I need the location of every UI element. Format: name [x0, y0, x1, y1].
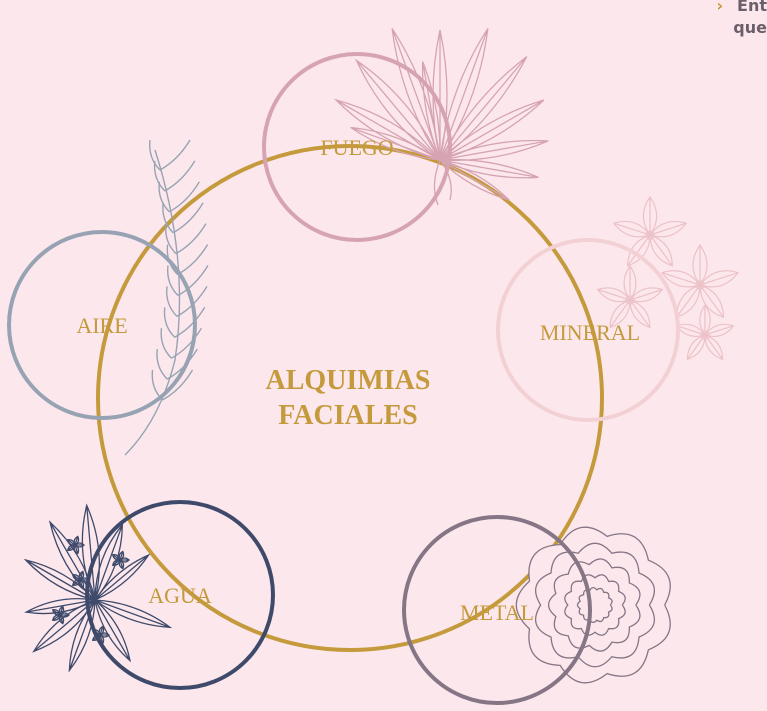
corner-text-line1: ›Ent [716, 0, 767, 18]
center-title-line2: FACIALES [278, 400, 418, 431]
node-aire-circle [7, 230, 197, 420]
node-fuego: FUEGO [262, 52, 452, 242]
center-title-line1: ALQUIMIAS [266, 365, 431, 396]
feather-leaf-icon [124, 139, 209, 456]
node-fuego-circle [262, 52, 452, 242]
node-agua: AGUA [85, 500, 275, 690]
bullet-icon: › [716, 0, 724, 15]
node-agua-circle [85, 500, 275, 690]
node-metal: METAL [402, 515, 592, 705]
node-agua-label: AGUA [148, 583, 212, 608]
node-mineral-circle [496, 238, 680, 422]
node-metal-circle [402, 515, 592, 705]
node-mineral: MINERAL [496, 238, 680, 422]
node-metal-label: METAL [460, 600, 534, 625]
pentagon-ring [96, 144, 604, 652]
peony-icon [515, 526, 671, 684]
node-fuego-label: FUEGO [320, 135, 393, 160]
corner-text-line2: que [733, 18, 767, 37]
node-aire-label: AIRE [76, 313, 127, 338]
node-aire: AIRE [7, 230, 197, 420]
node-mineral-label: MINERAL [540, 320, 640, 345]
orchid-icon [596, 195, 740, 361]
